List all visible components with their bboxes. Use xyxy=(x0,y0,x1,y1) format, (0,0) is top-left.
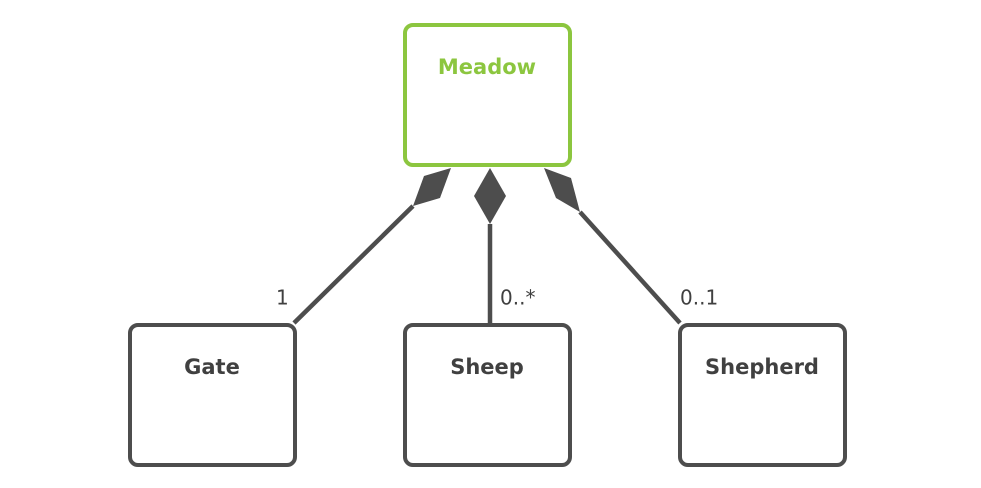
class-box-gate xyxy=(128,323,297,467)
composition-sheep: 0..* xyxy=(474,168,535,323)
class-name-shepherd: Shepherd xyxy=(705,355,819,379)
class-name-meadow: Meadow xyxy=(438,55,536,79)
class-box-meadow xyxy=(403,23,572,167)
multiplicity-gate: 1 xyxy=(276,286,289,310)
class-box-sheep xyxy=(403,323,572,467)
composition-diamond-gate xyxy=(413,168,451,206)
composition-line-gate xyxy=(292,204,415,325)
class-name-gate: Gate xyxy=(184,355,240,379)
multiplicity-sheep: 0..* xyxy=(500,286,535,310)
class-shepherd[interactable]: Shepherd xyxy=(678,323,847,467)
composition-gate: 1 xyxy=(276,168,451,325)
composition-diamond-sheep xyxy=(474,168,506,224)
class-sheep[interactable]: Sheep xyxy=(403,323,572,467)
class-meadow[interactable]: Meadow xyxy=(403,23,572,167)
class-gate[interactable]: Gate xyxy=(128,323,297,467)
multiplicity-shepherd: 0..1 xyxy=(680,286,718,310)
composition-diamond-shepherd xyxy=(544,168,580,212)
composition-shepherd: 0..1 xyxy=(544,168,718,325)
composition-line-shepherd xyxy=(578,210,682,325)
class-name-sheep: Sheep xyxy=(450,355,524,379)
class-box-shepherd xyxy=(678,323,847,467)
